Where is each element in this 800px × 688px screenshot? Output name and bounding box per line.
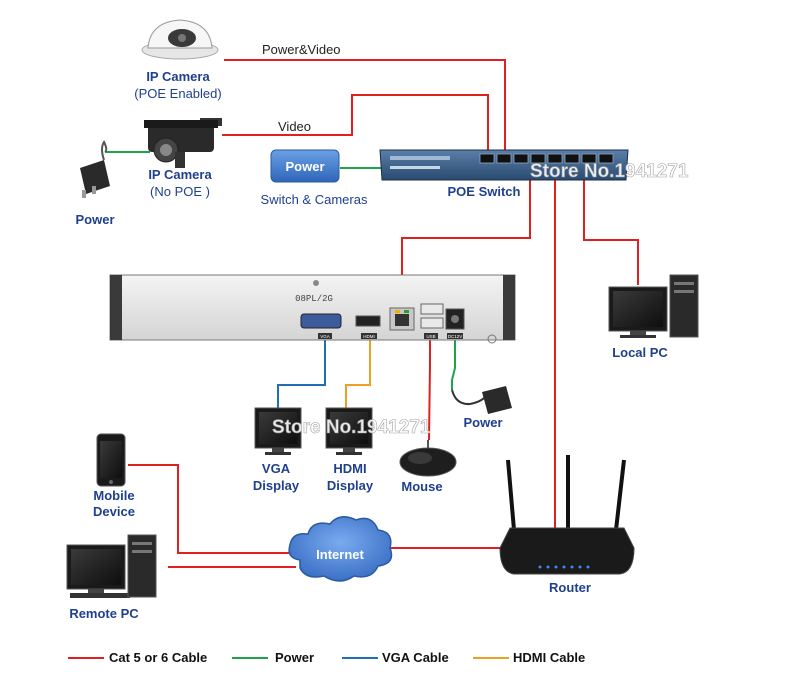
- power-adapter-left-title: Power: [75, 212, 114, 227]
- desktop-computer-icon: [608, 274, 699, 338]
- legend-label: Cat 5 or 6 Cable: [109, 650, 207, 665]
- dc-power-port[interactable]: [445, 308, 465, 339]
- cable-vga: [277, 336, 326, 408]
- poe-switch[interactable]: POE Switch: [379, 149, 629, 199]
- watermark: Store No.1941271: [272, 417, 431, 438]
- mobile-device[interactable]: Mobile Device: [93, 433, 135, 519]
- desktop-computer-icon: [66, 534, 157, 598]
- monitor-icon: [325, 407, 373, 455]
- legend: Cat 5 or 6 Cable Power VGA Cable HDMI Ca…: [68, 650, 585, 665]
- power-adapter-nvr-title: Power: [463, 415, 502, 430]
- watermark: Store No.1941271: [530, 161, 689, 182]
- mobile-device-title-line2: Device: [93, 504, 135, 519]
- cable-switch-to-nvr: [401, 165, 531, 308]
- power-box-title: Power: [285, 159, 324, 174]
- legend-label: HDMI Cable: [513, 650, 585, 665]
- lan-port[interactable]: [389, 307, 415, 331]
- cable-mobile-to-internet: [128, 464, 296, 554]
- power-box[interactable]: Power Switch & Cameras: [261, 149, 368, 207]
- vga-display-title-line2: Display: [253, 478, 300, 493]
- hdmi-display[interactable]: HDMI Display: [325, 407, 374, 493]
- cable-nopoe-camera-to-switch: [222, 94, 489, 158]
- switch-icon: [379, 149, 629, 181]
- nvr-port-tag-label: VGA: [320, 334, 330, 339]
- ip-camera-poe[interactable]: IP Camera (POE Enabled): [134, 19, 222, 101]
- dome-camera-icon: [141, 19, 219, 60]
- mouse-icon: [399, 440, 457, 477]
- legend-item-cat-cable: Cat 5 or 6 Cable: [68, 650, 207, 665]
- internet-cloud[interactable]: Internet: [288, 516, 393, 582]
- ground-screw-icon: [487, 334, 497, 344]
- vga-display[interactable]: VGA Display: [253, 407, 302, 493]
- cable-switch-to-localpc: [583, 165, 639, 285]
- legend-item-vga: VGA Cable: [342, 650, 449, 665]
- hdmi-display-title-line1: HDMI: [333, 461, 366, 476]
- legend-item-hdmi: HDMI Cable: [473, 650, 585, 665]
- nvr-port-tag-label: USB: [426, 334, 435, 339]
- hdmi-port-tag: [361, 333, 377, 339]
- nvr-model-label: 08PL/2G: [295, 294, 333, 304]
- nvr-recorder[interactable]: 08PL/2G: [109, 274, 516, 344]
- poe-switch-title: POE Switch: [448, 184, 521, 199]
- power-plug-icon: [80, 140, 110, 198]
- router-title: Router: [549, 580, 591, 595]
- nvr-port-tag-label: DC12V: [448, 334, 463, 339]
- cable-poe-camera-to-switch: [224, 59, 506, 158]
- dc-port-tag: [447, 333, 463, 339]
- ip-camera-nopoe-subtitle: (No POE ): [150, 184, 210, 199]
- mouse[interactable]: Mouse: [399, 440, 457, 494]
- vga-port[interactable]: [300, 313, 342, 339]
- legend-label: VGA Cable: [382, 650, 449, 665]
- cables: [105, 59, 639, 568]
- power-plug-icon: [451, 386, 512, 414]
- hdmi-port[interactable]: [355, 315, 381, 339]
- remote-pc-title: Remote PC: [69, 606, 139, 621]
- internet-title: Internet: [316, 547, 364, 562]
- cable-nvr-power: [451, 335, 456, 390]
- router[interactable]: Router: [499, 455, 635, 595]
- vga-port-tag: [318, 333, 332, 339]
- cable-nvr-to-mouse: [428, 330, 431, 441]
- smartphone-icon: [96, 433, 126, 487]
- local-pc-title: Local PC: [612, 345, 668, 360]
- ip-camera-poe-title: IP Camera: [146, 69, 210, 84]
- router-icon: [499, 455, 635, 575]
- ip-camera-nopoe[interactable]: IP Camera (No POE ): [144, 118, 222, 199]
- ip-camera-poe-subtitle: (POE Enabled): [134, 86, 221, 101]
- cable-hdmi: [345, 336, 371, 408]
- mouse-title: Mouse: [401, 479, 442, 494]
- power-box-shape: [270, 149, 340, 183]
- power-adapter-left[interactable]: Power: [75, 140, 115, 227]
- power-box-caption: Switch & Cameras: [261, 192, 368, 207]
- legend-label: Power: [275, 650, 314, 665]
- nvr-port-tag-label: HDMI: [363, 334, 375, 339]
- nvr-chassis: [109, 274, 516, 341]
- label-power-video: Power&Video: [262, 42, 341, 57]
- hdmi-display-title-line2: Display: [327, 478, 374, 493]
- cloud-icon: [288, 516, 393, 582]
- usb-port-tag: [424, 333, 438, 339]
- local-pc[interactable]: Local PC: [608, 274, 699, 360]
- monitor-icon: [254, 407, 302, 455]
- mobile-device-title-line1: Mobile: [93, 488, 134, 503]
- vga-display-title-line1: VGA: [262, 461, 291, 476]
- ip-camera-nopoe-title: IP Camera: [148, 167, 212, 182]
- power-adapter-nvr[interactable]: Power: [451, 386, 512, 430]
- usb-ports[interactable]: [420, 303, 444, 339]
- remote-pc[interactable]: Remote PC: [66, 534, 157, 621]
- legend-item-power: Power: [232, 650, 314, 665]
- bullet-camera-icon: [144, 118, 222, 168]
- label-video: Video: [278, 119, 311, 134]
